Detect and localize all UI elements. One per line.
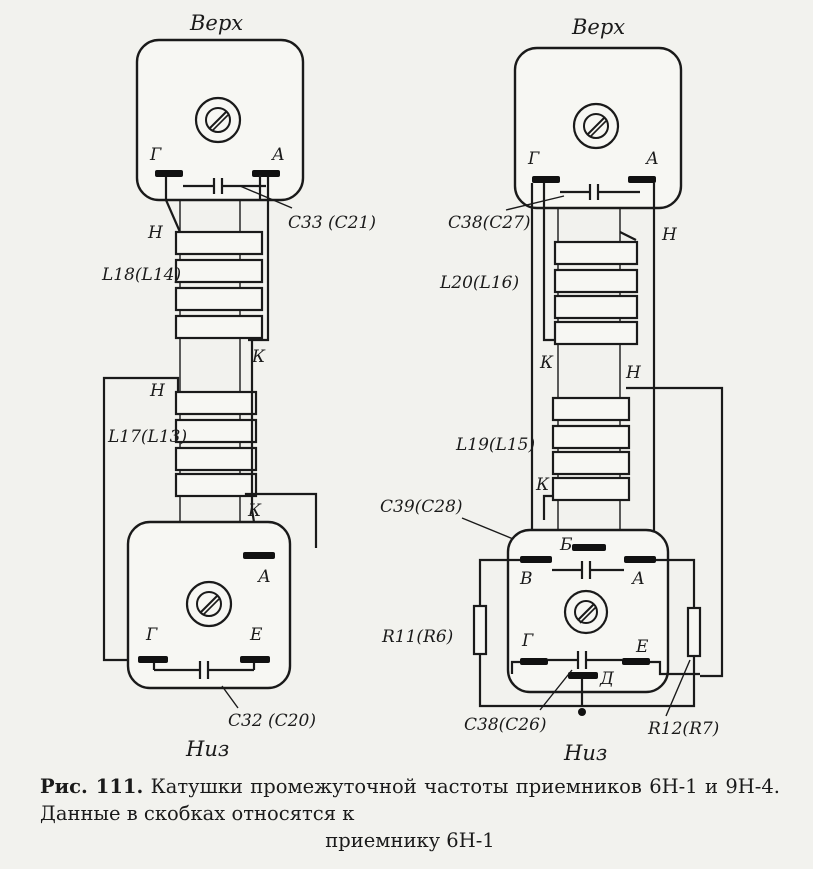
coil-diagram: Верх xyxy=(101,11,724,765)
left-cap-bottom-label: C32 (C20) xyxy=(228,711,316,731)
left-bottom-label: Низ xyxy=(185,737,229,761)
right-cap-bottom-label: C38(C26) xyxy=(464,715,547,735)
right-bottom-screw xyxy=(563,589,609,635)
right-cap-top-label: C38(C27) xyxy=(448,213,531,233)
right-r-left-label: R11(R6) xyxy=(381,627,453,647)
left-k-upper: К xyxy=(251,347,266,367)
right-bottom-pin-b xyxy=(572,544,606,551)
right-top-screw xyxy=(572,102,620,150)
right-coil-lower-label: L19(L15) xyxy=(455,435,535,455)
right-r-right-label: R12(R7) xyxy=(647,719,719,739)
left-pin-a-label: А xyxy=(271,145,285,165)
left-n-lower: Н xyxy=(149,381,166,401)
right-cap-mid-label: C39(C28) xyxy=(380,497,463,517)
left-bottom-pin-g-label: Г xyxy=(145,625,158,645)
right-bottom-pin-d-label: Д xyxy=(599,669,615,689)
right-bottom-capacitor xyxy=(548,651,622,669)
left-top-mount xyxy=(135,38,305,202)
right-bottom-pin-v xyxy=(520,556,552,563)
right-k-lower: К xyxy=(535,475,550,495)
left-bottom-pin-a xyxy=(243,552,275,559)
figure-caption: Рис. 111. Катушки промежуточной частоты … xyxy=(40,773,780,854)
right-bottom-label: Низ xyxy=(563,741,607,765)
right-top-pin-g xyxy=(532,176,560,183)
right-top-capacitor xyxy=(560,184,640,200)
right-bottom-pin-g-label: Г xyxy=(521,631,534,651)
right-bottom-pin-v-label: В xyxy=(519,569,533,589)
right-ground-node xyxy=(578,708,586,716)
left-top-label: Верх xyxy=(189,11,243,35)
right-bottom-pin-a xyxy=(624,556,656,563)
right-n-upper: Н xyxy=(661,225,678,245)
right-coil-upper-label: L20(L16) xyxy=(439,273,519,293)
left-top-pin-g xyxy=(155,170,183,177)
right-bottom-pin-e-label: Е xyxy=(635,637,649,657)
figure-number: Рис. 111. xyxy=(40,775,144,798)
left-n-upper: Н xyxy=(147,223,164,243)
left-bottom-capacitor xyxy=(152,661,256,679)
right-top-label: Верх xyxy=(571,15,625,39)
right-coil-assembly: Верх xyxy=(380,15,724,765)
right-bottom-mid-capacitor xyxy=(552,561,624,579)
left-coil-upper-label: L18(L14) xyxy=(101,265,181,285)
right-upper-coil xyxy=(553,240,639,346)
left-lower-coil xyxy=(174,390,258,498)
right-bottom-pin-d xyxy=(568,672,598,679)
right-n-lower: Н xyxy=(625,363,642,383)
right-bottom-pin-b-label: Б xyxy=(559,535,573,555)
right-pin-a-label: А xyxy=(645,149,659,169)
left-top-pin-a xyxy=(252,170,280,177)
left-top-screw xyxy=(194,96,242,144)
caption-last-line: приемнику 6Н-1 xyxy=(325,829,495,852)
right-pin-g-label: Г xyxy=(527,149,540,169)
left-bottom-pin-a-label: А xyxy=(257,567,271,587)
left-cap-top-label: C33 (C21) xyxy=(288,213,376,233)
left-upper-coil xyxy=(174,230,264,340)
right-lower-coil xyxy=(551,396,631,502)
left-pin-g-label: Г xyxy=(149,145,162,165)
left-bottom-screw xyxy=(185,580,233,628)
right-bottom-pin-e xyxy=(622,658,650,665)
left-bottom-pin-g xyxy=(138,656,168,663)
right-resistor-right xyxy=(582,558,702,708)
left-bottom-pin-e-label: Е xyxy=(249,625,263,645)
right-bottom-pin-a-label: А xyxy=(631,569,645,589)
right-bottom-pin-g xyxy=(520,658,548,665)
right-resistor-left xyxy=(472,558,582,708)
left-coil-assembly: Верх xyxy=(101,11,376,761)
left-coil-lower-label: L17(L13) xyxy=(107,427,187,447)
left-bottom-pin-e xyxy=(240,656,270,663)
left-top-capacitor xyxy=(183,178,266,194)
caption-text: Катушки промежуточной частоты приемников… xyxy=(40,775,780,825)
right-k-upper: К xyxy=(539,353,554,373)
right-top-pin-a xyxy=(628,176,656,183)
left-k-lower: К xyxy=(247,501,262,521)
